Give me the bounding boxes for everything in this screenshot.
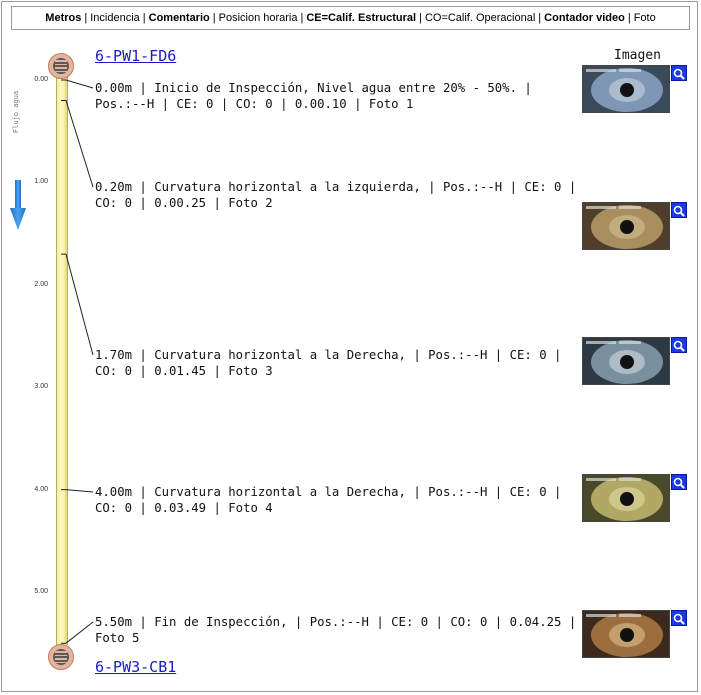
inspection-entry-text: 1.70m | Curvatura horizontal a la Derech… — [95, 348, 562, 378]
inspection-entry-text: 5.50m | Fin de Inspección, | Pos.:--H | … — [95, 615, 577, 645]
header-item: CO=Calif. Operacional — [424, 12, 536, 24]
arrow-down-icon — [10, 180, 26, 230]
image-column-title: Imagen — [614, 48, 661, 63]
inspection-photo-thumbnail[interactable] — [582, 610, 670, 658]
inspection-photo-thumbnail[interactable] — [582, 65, 670, 113]
entry-connector-line — [61, 489, 94, 493]
scale-tick-label: 0.00 — [34, 76, 48, 83]
header-separator: | — [84, 12, 88, 24]
header-item: CE=Calif. Estructural — [306, 12, 417, 24]
header-item: Comentario — [148, 12, 210, 24]
magnifier-icon[interactable] — [671, 202, 687, 218]
header-item: Contador video — [544, 12, 625, 24]
inspection-photo-thumbnail[interactable] — [582, 474, 670, 522]
inspection-entry-text: 0.20m | Curvatura horizontal a la izquie… — [95, 180, 577, 210]
inspection-entry-text: 4.00m | Curvatura horizontal a la Derech… — [95, 485, 562, 515]
entry-connector-line — [61, 621, 94, 644]
inspection-photo-thumbnail[interactable] — [582, 202, 670, 250]
header-item: Foto — [633, 12, 656, 24]
end-node-link[interactable]: 6-PW3-CB1 — [95, 658, 177, 676]
header-separator: | — [538, 12, 542, 24]
header-separator: | — [419, 12, 422, 24]
header-separator: | — [627, 12, 631, 24]
magnifier-icon[interactable] — [671, 474, 687, 490]
header-item: Posicion horaria — [218, 12, 298, 24]
scale-tick-label: 1.00 — [34, 178, 48, 186]
legend-header: Metros|Incidencia|Comentario|Posicion ho… — [11, 6, 690, 30]
entry-connector-line — [61, 99, 94, 188]
start-node-link[interactable]: 6-PW1-FD6 — [95, 47, 177, 65]
header-separator: | — [300, 12, 304, 24]
header-item: Metros — [45, 12, 82, 24]
manhole-icon — [48, 644, 74, 670]
header-item: Incidencia — [90, 12, 140, 24]
entry-connector-line — [61, 253, 94, 356]
scale-tick-label: 2.00 — [34, 280, 48, 288]
magnifier-icon[interactable] — [671, 610, 687, 626]
scale-tick-label: 4.00 — [34, 485, 48, 493]
pipe-segment — [56, 77, 68, 645]
magnifier-icon[interactable] — [671, 337, 687, 353]
header-separator: | — [142, 12, 146, 24]
scale-tick-label: 5.00 — [34, 588, 48, 595]
inspection-entry-text: 0.00m | Inicio de Inspección, Nivel agua… — [95, 81, 532, 111]
inspection-photo-thumbnail[interactable] — [582, 337, 670, 385]
header-separator: | — [212, 12, 216, 24]
magnifier-icon[interactable] — [671, 65, 687, 81]
scale-tick-label: 3.00 — [34, 383, 48, 391]
entry-connector-line — [61, 79, 94, 89]
manhole-icon — [48, 53, 74, 79]
